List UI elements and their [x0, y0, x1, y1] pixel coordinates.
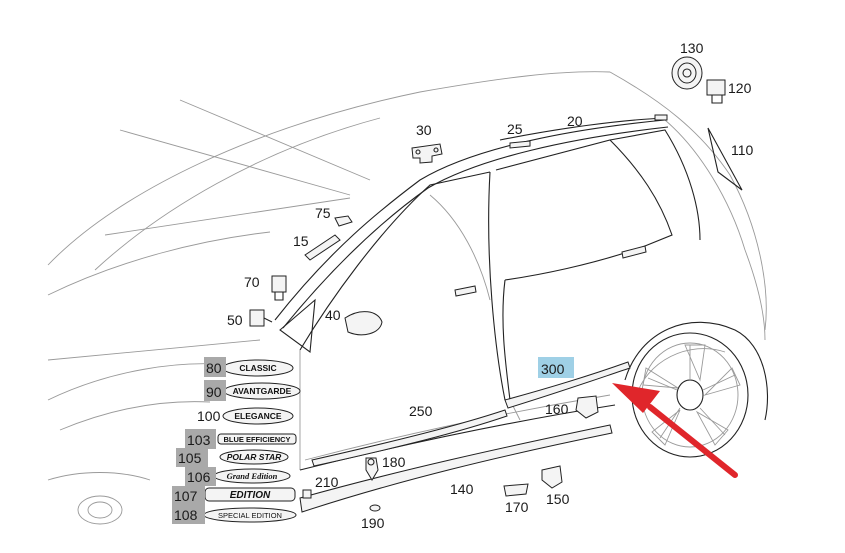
part-120-clip [706, 79, 726, 104]
part-70-cap [271, 275, 287, 301]
callout-210: 210 [315, 474, 339, 490]
part-15-trim [304, 234, 341, 261]
badge-polar-star [219, 449, 289, 465]
badge-avantgarde-text: AVANTGARDE [233, 386, 292, 396]
highlight-106 [185, 467, 216, 486]
badge-blue-efficiency-text: BLUE EFFICIENCY [223, 435, 290, 444]
callout-110: 110 [731, 142, 754, 158]
part-25-clip [509, 140, 531, 149]
callout-15: 15 [293, 233, 309, 249]
car-body-outline [47, 71, 768, 525]
highlight-90 [204, 380, 226, 401]
callout-160: 160 [545, 401, 569, 417]
callout-108: 108 [174, 507, 198, 523]
highlight-300 [538, 357, 574, 378]
highlight-80 [204, 357, 226, 377]
callout-75: 75 [315, 205, 331, 221]
part-250-door-molding [311, 409, 508, 467]
part-50-cap [249, 309, 273, 327]
callout-70: 70 [244, 274, 260, 290]
badge-blue-efficiency [217, 433, 297, 445]
badge-polar-star-text: POLAR STAR [227, 452, 282, 462]
highlight-105 [176, 448, 208, 467]
badge-edition-text: EDITION [230, 490, 271, 501]
callout-300: 300 [541, 361, 565, 377]
highlight-103 [185, 429, 216, 449]
callout-103: 103 [187, 432, 211, 448]
part-30-bracket [411, 143, 443, 164]
callout-80: 80 [206, 360, 222, 376]
part-75-clip [334, 215, 353, 227]
part-160-clip [575, 395, 599, 419]
part-20-roof-molding [499, 114, 668, 141]
callout-120: 120 [728, 80, 752, 96]
callout-25: 25 [507, 121, 523, 137]
callout-90: 90 [206, 384, 222, 400]
callout-190: 190 [361, 515, 385, 531]
callout-140: 140 [450, 481, 474, 497]
part-140-side-sill [299, 424, 613, 513]
badge-grand-edition-text: Grand Edition [227, 471, 278, 481]
callout-labels: 130 120 110 20 25 30 75 15 70 50 40 300 … [174, 40, 754, 531]
rear-wheel-rim [631, 332, 749, 458]
badge-special-edition-text: SPECIAL EDITION [218, 511, 282, 520]
part-210-clip [302, 489, 312, 499]
callout-20: 20 [567, 113, 583, 129]
callout-106: 106 [187, 469, 211, 485]
callout-130: 130 [680, 40, 704, 56]
part-150-cap [541, 465, 563, 489]
callout-30: 30 [416, 122, 432, 138]
badge-elegance [222, 407, 294, 425]
highlight-108 [172, 505, 205, 524]
badge-elegance-text: ELEGANCE [234, 411, 282, 421]
callout-170: 170 [505, 499, 529, 515]
callout-250: 250 [409, 403, 433, 419]
badge-classic-text: CLASSIC [239, 363, 276, 373]
part-190-screw [369, 504, 381, 512]
red-pointer-arrow [612, 383, 738, 478]
callout-40: 40 [325, 307, 341, 323]
callout-107: 107 [174, 488, 198, 504]
highlight-107 [172, 486, 205, 505]
part-170-cover [503, 483, 529, 497]
callout-100: 100 [197, 408, 221, 424]
part-180-clip [365, 457, 379, 481]
part-130-grommet [671, 56, 703, 90]
badge-list: CLASSIC AVANTGARDE ELEGANCE BLUE EFFICIE… [203, 359, 301, 523]
callout-180: 180 [382, 454, 406, 470]
callout-50: 50 [227, 312, 243, 328]
callout-150: 150 [546, 491, 570, 507]
part-300-door-molding [504, 361, 631, 409]
callout-105: 105 [178, 450, 202, 466]
